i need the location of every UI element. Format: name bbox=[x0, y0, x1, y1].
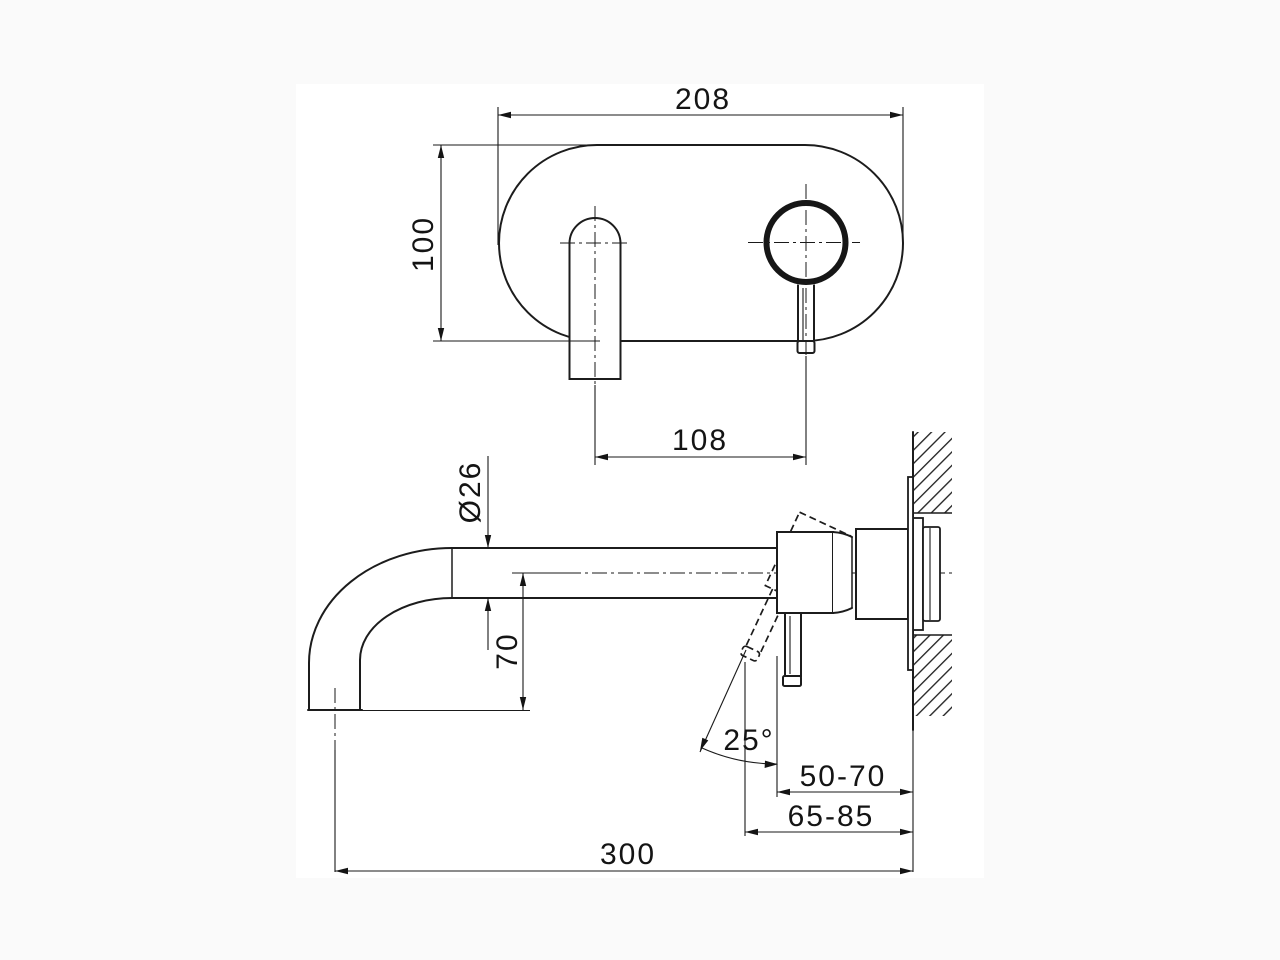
dim-handle-depth-range: 65-85 bbox=[744, 662, 913, 836]
dim-spout-drop: 70 bbox=[491, 573, 527, 710]
dim-plate-height: 100 bbox=[407, 144, 600, 342]
cartridge-body-side bbox=[855, 528, 909, 620]
spout-inner-profile bbox=[359, 597, 778, 711]
front-view bbox=[498, 144, 904, 385]
dim-label-plate-height: 100 bbox=[407, 216, 440, 272]
dim-label-wall-depth-range: 50-70 bbox=[800, 760, 887, 793]
dim-spout-reach: 300 bbox=[335, 838, 913, 875]
wall-hatch-lower bbox=[913, 635, 952, 716]
handle-neck bbox=[832, 531, 853, 614]
wall-hatch-upper bbox=[913, 432, 952, 513]
dim-label-spout-diameter: Ø26 bbox=[454, 461, 487, 524]
dim-label-handle-angle: 25° bbox=[723, 724, 774, 757]
concealed-body bbox=[922, 526, 941, 622]
dim-spout-diameter: Ø26 bbox=[454, 456, 492, 650]
dim-label-spout-reach: 300 bbox=[600, 838, 656, 871]
handle-neck-fill bbox=[833, 532, 852, 613]
handle-body-side bbox=[776, 531, 834, 614]
dim-center-distance: 108 bbox=[594, 356, 807, 465]
handle-lever-side-cap bbox=[782, 675, 802, 687]
dim-label-center-distance: 108 bbox=[672, 424, 728, 457]
dim-label-handle-depth-range: 65-85 bbox=[788, 800, 875, 833]
escutcheon-plate-side bbox=[907, 476, 914, 671]
dim-handle-angle: 25° bbox=[699, 649, 778, 797]
dim-label-plate-width: 208 bbox=[675, 83, 731, 116]
spout-outer-profile bbox=[308, 547, 778, 711]
side-view bbox=[307, 431, 952, 872]
concealed-body-flange bbox=[912, 517, 924, 631]
paper-sheet bbox=[296, 84, 984, 878]
dim-plate-width: 208 bbox=[497, 83, 904, 245]
handle-lever-side bbox=[784, 612, 802, 677]
dim-wall-depth-range: 50-70 bbox=[777, 760, 913, 796]
dim-label-spout-drop: 70 bbox=[491, 632, 524, 669]
